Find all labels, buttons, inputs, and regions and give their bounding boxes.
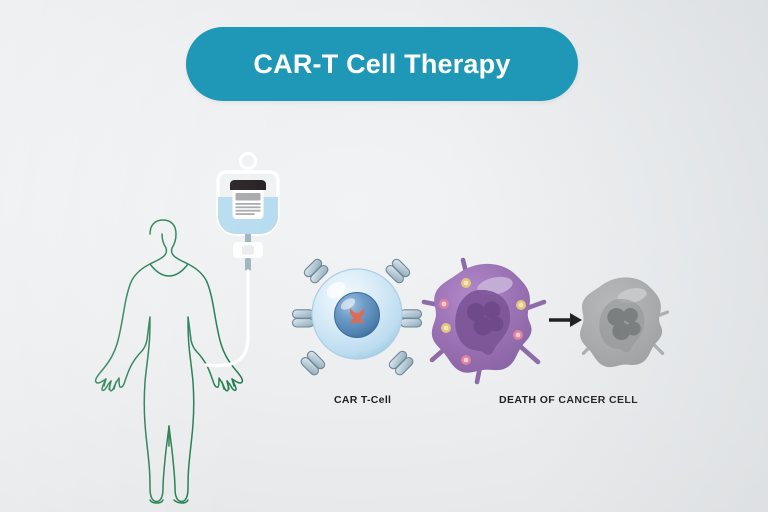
iv-label-lines [235, 203, 261, 215]
car-receptor [387, 349, 416, 378]
car-receptor [298, 349, 327, 378]
page-title: CAR-T Cell Therapy [253, 48, 511, 79]
iv-chamber-gap [242, 245, 254, 255]
car-t-cell [291, 257, 423, 378]
process-arrow-icon [549, 313, 582, 327]
title-banner: CAR-T Cell Therapy [186, 27, 578, 101]
cancer-cell-nucleoli [467, 301, 504, 336]
iv-tube [204, 269, 250, 368]
membrane-highlight [326, 281, 346, 299]
iv-drip-assembly [204, 152, 280, 368]
iv-roller-clamp [245, 258, 251, 271]
iv-neck [245, 234, 251, 243]
label-death-of-cancer-cell: DEATH OF CANCER CELL [499, 394, 639, 406]
cancer-cell-yellow-markers [441, 278, 526, 333]
iv-label-cap [230, 180, 266, 190]
cancer-cell [421, 257, 547, 385]
car-receptor [383, 257, 412, 286]
dead-cancer-cell [580, 277, 670, 368]
car-receptor [302, 257, 331, 286]
cancer-cell-pink-markers [439, 299, 523, 365]
iv-hanger-ring [239, 152, 257, 170]
label-car-t-cell: CAR T-Cell [334, 394, 392, 406]
iv-label-block [235, 193, 261, 201]
patient-silhouette [94, 219, 244, 504]
dead-cell-nucleoli [607, 308, 641, 341]
car-receptor [291, 309, 315, 328]
nucleus-highlight [340, 298, 356, 310]
gene-construct-icon [350, 308, 364, 324]
